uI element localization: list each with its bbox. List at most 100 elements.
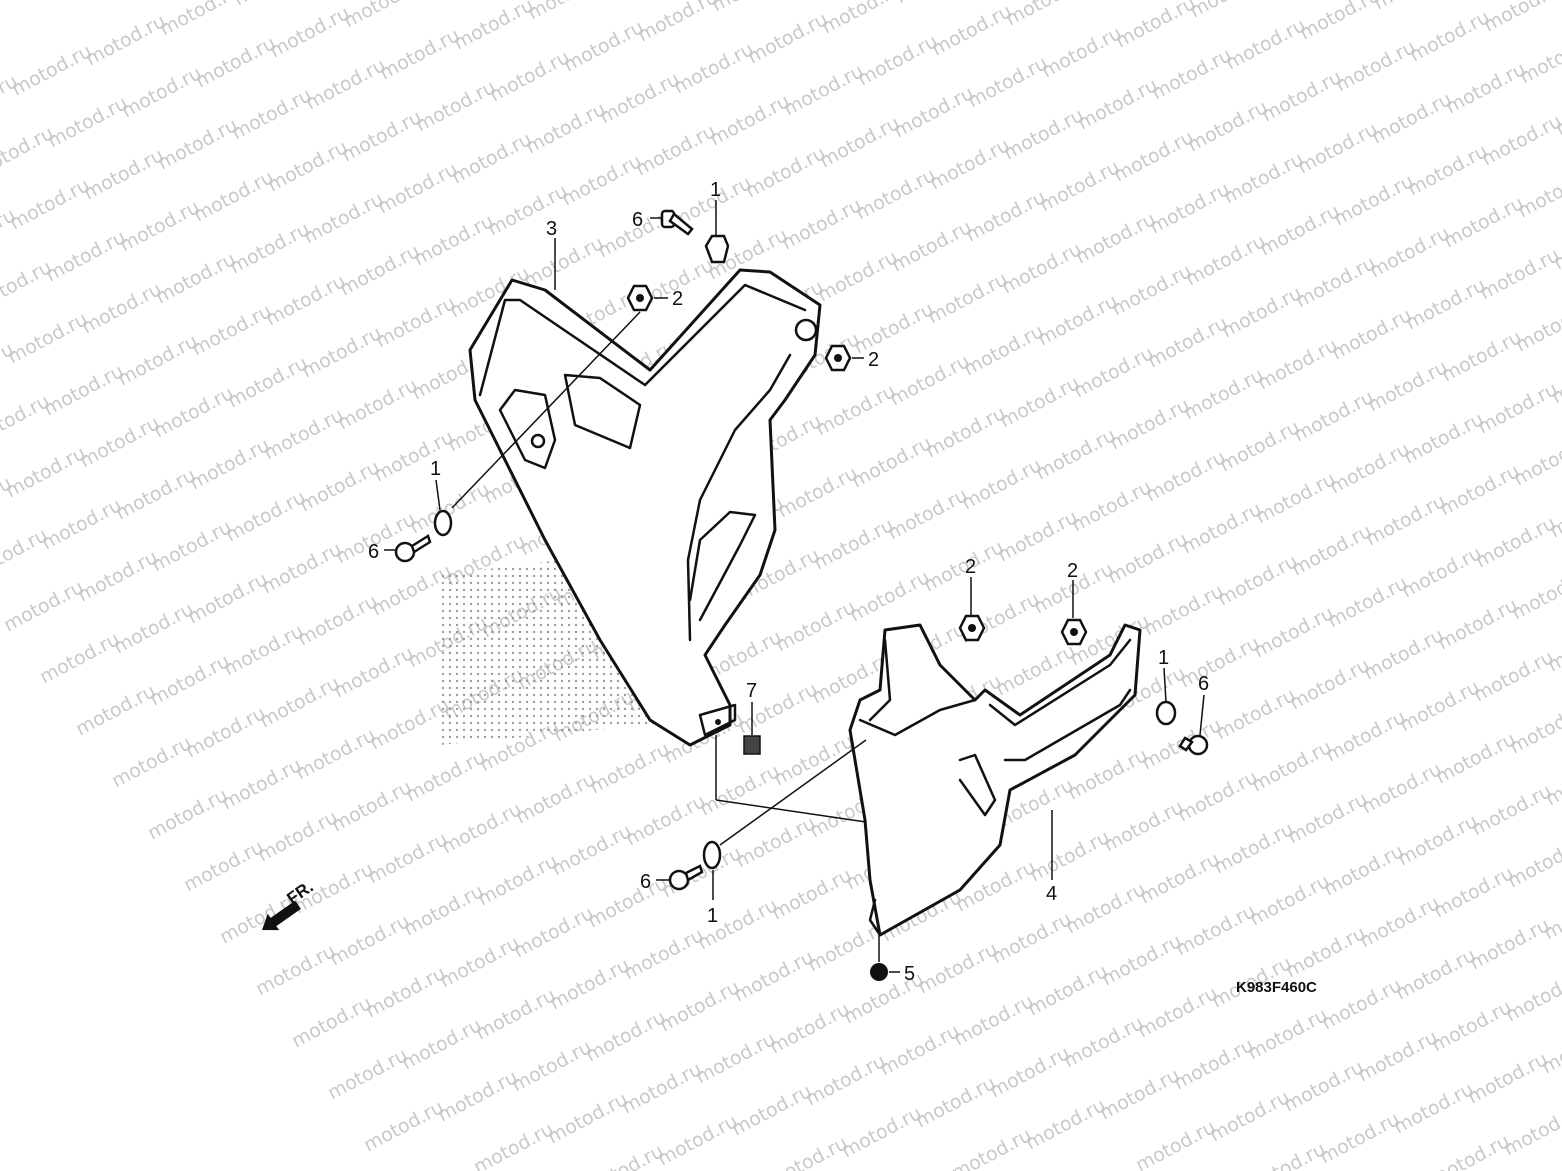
grommet-1-left [433, 509, 453, 537]
watermark-text: motod.ru [1022, 1094, 1109, 1154]
watermark-text: motod.ru [72, 680, 159, 740]
watermark-text: motod.ru [1036, 156, 1123, 216]
watermark-text: motod.ru [1366, 222, 1453, 282]
watermark-text: motod.ru [802, 1050, 889, 1110]
watermark-text: motod.ru [1174, 766, 1261, 826]
watermark-text: motod.ru [326, 910, 413, 970]
watermark-text: motod.ru [298, 322, 385, 382]
watermark-text: motod.ru [228, 84, 315, 144]
watermark-text: motod.ru [330, 642, 417, 702]
watermark-text: motod.ru [116, 196, 203, 256]
watermark-text: motod.ru [1396, 676, 1483, 736]
watermark-text: motod.ru [412, 76, 499, 136]
watermark-text: motod.ru [336, 240, 423, 300]
watermark-text: motod.ru [1034, 290, 1121, 350]
watermark-text: motod.ru [1362, 490, 1449, 550]
watermark-text: motod.ru [1466, 914, 1553, 974]
watermark-text: motod.ru [1074, 74, 1161, 134]
watermark-text: motod.ru [988, 908, 1075, 968]
watermark-text: motod.ru [1468, 780, 1555, 840]
watermark-text: motod.ru [730, 946, 817, 1006]
watermark-text: motod.ru [190, 166, 277, 226]
watermark-text: motod.ru [812, 380, 899, 440]
watermark-text: motod.ru [1514, 162, 1562, 222]
watermark-text: motod.ru [1510, 430, 1562, 490]
watermark-text: motod.ru [964, 52, 1051, 112]
watermark-text: motod.ru [814, 246, 901, 306]
watermark-text: motod.ru [1286, 654, 1373, 714]
watermark-text: motod.ru [1368, 88, 1455, 148]
watermark-text: motod.ru [266, 2, 353, 62]
watermark-text: motod.ru [1290, 386, 1377, 446]
callout-5: 5 [904, 963, 915, 985]
watermark-text: motod.ru [146, 650, 233, 710]
watermark-text: motod.ru [632, 120, 719, 180]
watermark-text: motod.ru [818, 0, 905, 38]
front-direction-arrow-icon [262, 900, 301, 931]
watermark-text: motod.ru [1136, 848, 1223, 908]
watermark-text: motod.ru [1148, 44, 1235, 104]
callout-6-right: 6 [1198, 673, 1209, 695]
watermark-text: motod.ru [252, 940, 339, 1000]
watermark-text: motod.ru [192, 32, 279, 92]
watermark-text: motod.ru [224, 352, 311, 412]
watermark-text: motod.ru [1212, 684, 1299, 744]
watermark-text: motod.ru [294, 590, 381, 650]
watermark-text: motod.ru [884, 484, 971, 544]
watermark-text: motod.ru [656, 976, 743, 1036]
watermark-text: motod.ru [484, 180, 571, 240]
watermark-text: motod.ru [1222, 14, 1309, 74]
watermark-text: motod.ru [38, 494, 125, 554]
watermark-text: motod.ru [1478, 110, 1562, 170]
watermark-text: motod.ru [42, 226, 129, 286]
watermark-text: motod.ru [260, 404, 347, 464]
watermark-text: motod.ru [622, 790, 709, 850]
watermark-text: motod.ru [520, 232, 607, 292]
leader-lines [384, 200, 1205, 973]
screw-5 [870, 963, 888, 981]
watermark-text: motod.ru [372, 292, 459, 352]
watermark-text: motod.ru [44, 92, 131, 152]
watermark-text: motod.ru [1172, 900, 1259, 960]
watermark-text: motod.ru [76, 412, 163, 472]
watermark-text: motod.ru [184, 568, 271, 628]
watermark-text: motod.ru [1476, 244, 1562, 304]
watermark-text: motod.ru [948, 1124, 1035, 1171]
watermark-text: motod.ru [258, 538, 345, 598]
upper-side-cover [468, 268, 822, 747]
watermark-text: motod.ru [150, 382, 237, 442]
watermark-text: motod.ru [1442, 58, 1529, 118]
watermark-text: motod.ru [1024, 960, 1111, 1020]
watermark-text: motod.ru [154, 114, 241, 174]
watermark-text: motod.ru [1210, 818, 1297, 878]
watermark-text: motod.ru [182, 702, 269, 762]
watermark-text: motod.ru [920, 536, 1007, 596]
callout-2-lower-b: 2 [1067, 560, 1078, 582]
watermark-text: motod.ru [1320, 840, 1407, 900]
watermark-text: motod.ru [1356, 892, 1443, 952]
watermark-text: motod.ru [560, 16, 647, 76]
watermark-text: motod.ru [994, 506, 1081, 566]
watermark-text: motod.ru [1182, 230, 1269, 290]
watermark-text: motod.ru [670, 38, 757, 98]
watermark-text: motod.ru [8, 40, 95, 100]
grommet-1-top [704, 234, 730, 264]
watermark-text: motod.ru [1464, 1048, 1551, 1108]
watermark-text: motod.ru [1038, 22, 1125, 82]
watermark-text: motod.ru [1218, 282, 1305, 342]
watermark-text: motod.ru [438, 798, 525, 858]
watermark-text: motod.ru [78, 278, 165, 338]
watermark-text: motod.ru [958, 454, 1045, 514]
watermark-text: motod.ru [524, 0, 611, 24]
watermark-text: motod.ru [148, 516, 235, 576]
watermark-text: motod.ru [1390, 1078, 1477, 1138]
watermark-text: motod.ru [262, 270, 349, 330]
watermark-text: motod.ru [300, 188, 387, 248]
watermark-text: motod.ru [1062, 878, 1149, 938]
screw-6-top [660, 209, 694, 236]
watermark-text: motod.ru [324, 1044, 411, 1104]
watermark-text: motod.ru [1394, 810, 1481, 870]
watermark-text: motod.ru [474, 850, 561, 910]
callout-2-upper-a: 2 [672, 288, 683, 310]
